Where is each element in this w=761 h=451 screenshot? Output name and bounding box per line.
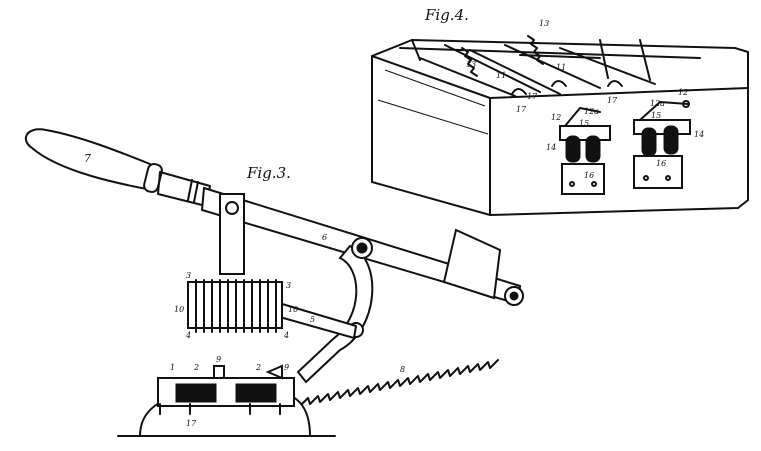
fig3-label-link: 5 [310, 315, 315, 324]
fig3-drawing: Fig.3. [24, 128, 524, 437]
fig3-label-base: 17 [186, 419, 197, 428]
fig4-label-coil-left: 14 [546, 143, 556, 152]
fig4-label-spring-b: 13 [539, 19, 549, 28]
fig4-label-coil-right: 14 [694, 130, 704, 139]
fig3-handle [24, 128, 211, 207]
fig4-label-clip-a: 17 [516, 105, 527, 114]
fig4-top-spring-a [461, 47, 478, 77]
fig4-caption: Fig.4. [424, 6, 469, 24]
fig4-label-contact-b: 12a [650, 99, 665, 108]
fig4-label-arm-left: 12 [551, 113, 561, 122]
fig3-label-spring: 8 [400, 365, 405, 374]
fig4-label-coil-top-a: 15 [579, 119, 589, 128]
fig3-label-bed-2a: 2 [193, 363, 199, 372]
fig4-label-wire-b: 11 [556, 63, 566, 72]
fig4-drawing: Fig.4. [371, 6, 749, 217]
fig4-top-spring-b [527, 35, 544, 65]
fig4-magnet-right [633, 100, 691, 189]
fig4-label-coil-top-b: 15 [651, 111, 661, 120]
fig3-label-coil-bottom-right: 4 [283, 331, 289, 340]
fig3-caption: Fig.3. [246, 164, 291, 182]
fig3-base [117, 364, 336, 437]
fig3-label-handle: 7 [84, 152, 91, 165]
fig4-label-spring-a: 13 [466, 60, 476, 69]
fig3-label-coil-side-right: 10 [288, 305, 298, 314]
fig3-label-coil-top-left: 3 [186, 271, 191, 280]
fig3-label-bed-left: 1 [170, 363, 175, 372]
fig3-arm [296, 244, 374, 384]
fig4-box [371, 35, 749, 217]
fig4-label-wire-a: 11 [496, 71, 506, 80]
fig4-label-clip-b: 17 [527, 92, 538, 101]
fig3-label-bed-9b: 9 [284, 363, 289, 372]
fig3-weight [442, 228, 502, 300]
fig3-label-bed-2b: 2 [255, 363, 261, 372]
fig3-post [219, 193, 245, 275]
fig4-label-plate-left: 16 [584, 171, 594, 180]
fig3-label-coil-side-left: 10 [174, 305, 184, 314]
fig4-label-contact-a: 12a [584, 107, 599, 116]
fig4-label-plate-right: 16 [656, 159, 666, 168]
fig4-label-clip-c: 17 [607, 96, 618, 105]
fig3-label-coil-bottom-left: 4 [185, 331, 191, 340]
fig3-label-coil-top-right: 3 [286, 281, 291, 290]
fig3-coil-block [187, 279, 283, 333]
fig3-label-lever: 6 [322, 233, 327, 242]
fig4-label-arm-right: 12 [678, 88, 688, 97]
fig3-label-bed-9a: 9 [216, 355, 221, 364]
fig4-magnet-left [559, 107, 611, 195]
fig3-spring [299, 359, 499, 407]
